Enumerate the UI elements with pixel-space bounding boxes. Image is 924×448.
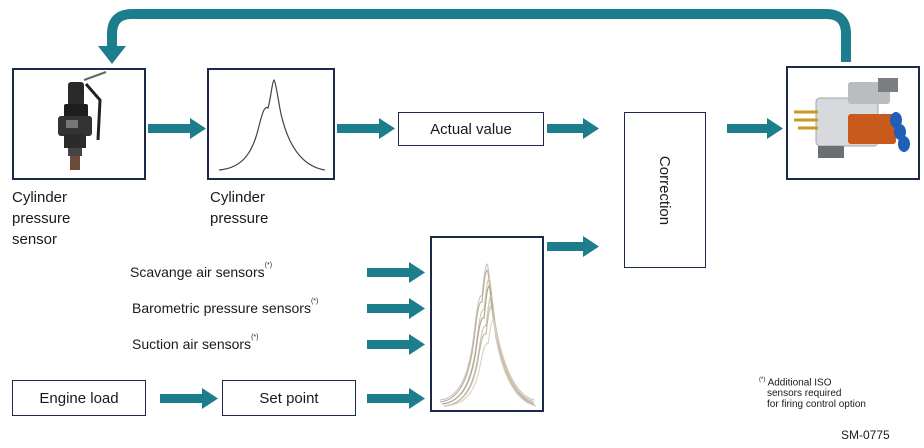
correction-label: Correction bbox=[656, 155, 674, 225]
arrow-barometric bbox=[367, 298, 425, 319]
footnote: (*) Additional ISO sensors required for … bbox=[759, 375, 866, 410]
pressure-curves-set-box bbox=[430, 236, 544, 412]
barometric-pressure-sensors-label: Barometric pressure sensors(*) bbox=[132, 298, 319, 316]
suction-air-sensors-label: Suction air sensors(*) bbox=[132, 334, 259, 352]
cylinder-pressure-curve-box bbox=[207, 68, 335, 180]
engine-load-box: Engine load bbox=[12, 380, 146, 416]
correction-box: Correction bbox=[624, 112, 706, 268]
arrow-engine-load bbox=[160, 388, 218, 409]
arrow-pressure-to-actual bbox=[337, 118, 395, 139]
footnote-line2: sensors required bbox=[767, 388, 842, 400]
footnote-line3: for firing control option bbox=[767, 399, 866, 411]
footnote-line1: Additional ISO bbox=[767, 377, 832, 389]
caption-cylinder-pressure: Cylinder pressure bbox=[210, 189, 269, 227]
sensor-icon bbox=[58, 71, 107, 170]
injector-image bbox=[786, 66, 920, 180]
cylinder-pressure-sensor-image bbox=[12, 68, 146, 180]
actual-value-box: Actual value bbox=[398, 112, 544, 146]
arrow-curves-to-correction bbox=[547, 236, 599, 257]
arrow-actual-to-correction bbox=[547, 118, 599, 139]
arrow-correction-to-injector bbox=[727, 118, 783, 139]
arrow-suction bbox=[367, 334, 425, 355]
scavange-air-sensors-label: Scavange air sensors(*) bbox=[130, 262, 273, 280]
pressure-curve-graphic bbox=[218, 79, 326, 171]
figure-code: SM-0775 bbox=[841, 428, 890, 442]
footnote-marker: (*) bbox=[759, 377, 766, 383]
set-point-box: Set point bbox=[222, 380, 356, 416]
arrow-scavange bbox=[367, 262, 425, 283]
pressure-curves-graphic bbox=[439, 263, 537, 407]
caption-cylinder-pressure-sensor: Cylinder pressure sensor bbox=[12, 189, 71, 248]
feedback-loop-arrow bbox=[107, 9, 851, 62]
arrow-sensor-to-pressure bbox=[148, 118, 206, 139]
arrow-set-point bbox=[367, 388, 425, 409]
injector-icon bbox=[794, 78, 910, 158]
feedback-loop-arrowhead bbox=[98, 46, 126, 64]
